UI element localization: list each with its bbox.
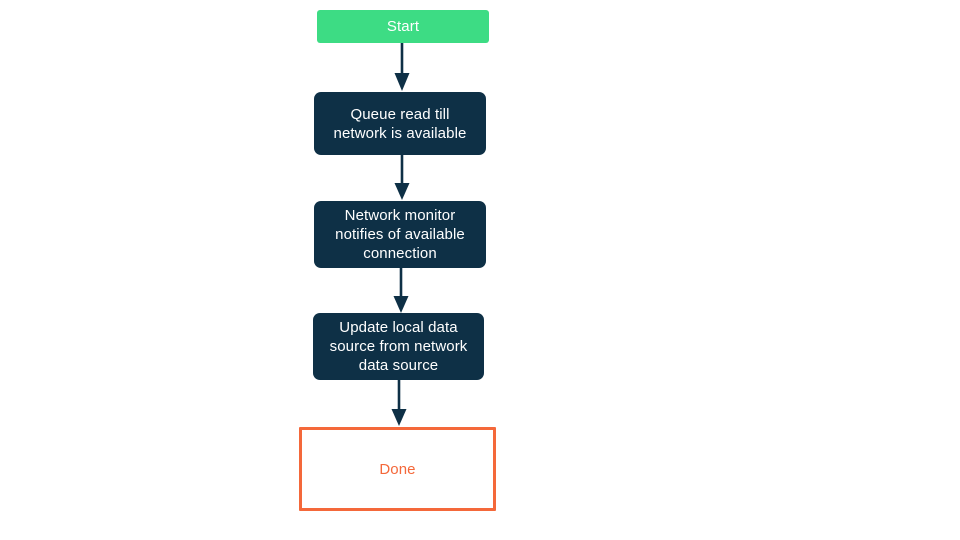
flow-node-done[interactable]: Done xyxy=(299,427,496,511)
flow-node-done-label: Done xyxy=(379,460,416,478)
flow-node-start-label: Start xyxy=(386,18,420,35)
arrowhead-down-icon xyxy=(391,409,407,426)
flow-connector-queue-read-to-network-monitor xyxy=(394,155,410,200)
flow-connector-start-to-queue-read xyxy=(394,43,410,91)
flow-connector-network-monitor-to-update-local xyxy=(393,268,409,313)
flow-node-update-local[interactable]: Update local data source from network da… xyxy=(313,313,484,380)
flow-node-queue-read[interactable]: Queue read till network is available xyxy=(314,92,486,155)
flow-node-queue-read-label: Queue read till network is available xyxy=(333,105,467,142)
flow-node-update-local-label: Update local data source from network da… xyxy=(329,319,468,374)
arrowhead-down-icon xyxy=(394,73,410,91)
flow-node-start[interactable]: Start xyxy=(317,10,489,43)
flow-node-network-monitor-label: Network monitor notifies of available co… xyxy=(335,207,465,262)
flow-node-network-monitor[interactable]: Network monitor notifies of available co… xyxy=(314,201,486,268)
arrowhead-down-icon xyxy=(394,183,410,200)
arrowhead-down-icon xyxy=(393,296,409,313)
flow-connector-update-local-to-done xyxy=(391,380,407,426)
